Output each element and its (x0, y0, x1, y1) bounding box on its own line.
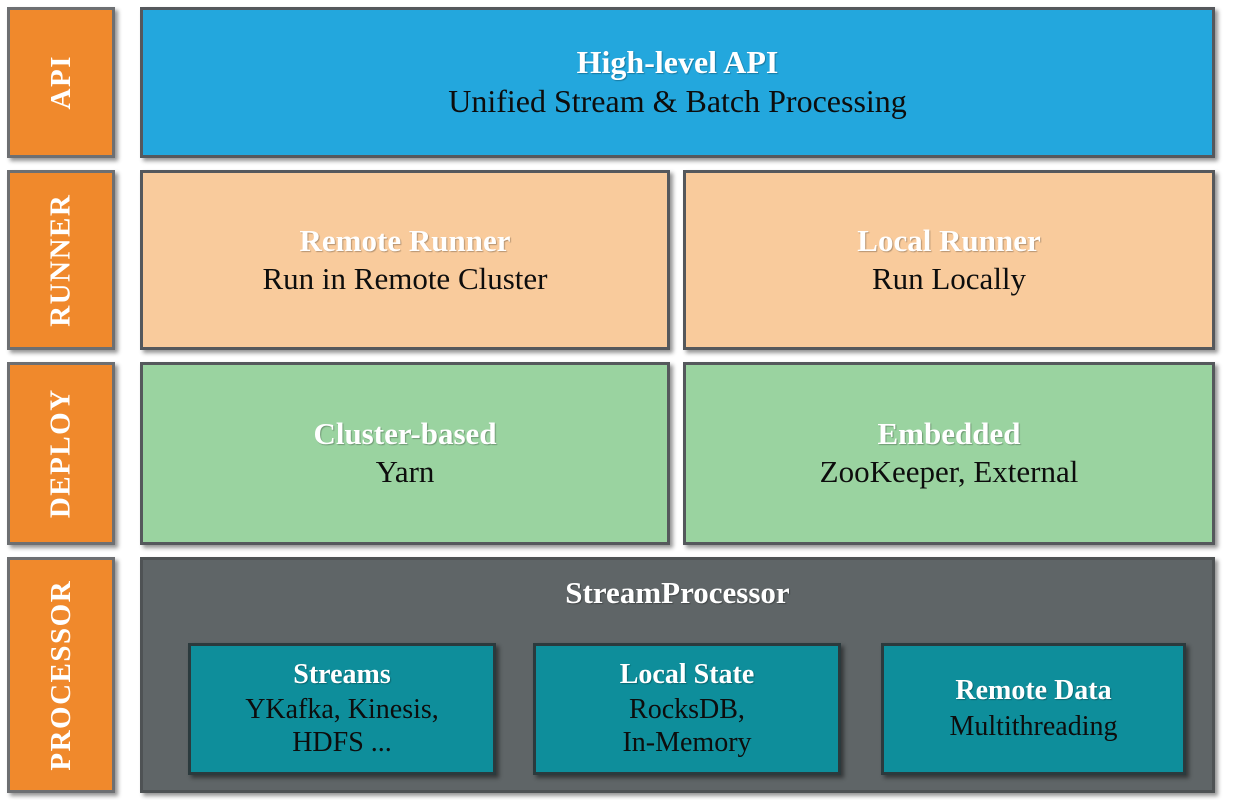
layer-box-cluster-based: Cluster-based Yarn (140, 362, 670, 545)
band-api: API (7, 7, 115, 158)
box-subtitle: Unified Stream & Batch Processing (448, 83, 907, 119)
box-subtitle: Yarn (375, 454, 435, 489)
layer-box-embedded: Embedded ZooKeeper, External (683, 362, 1215, 545)
component-row: Streams YKafka, Kinesis, HDFS ... Local … (143, 643, 1212, 777)
layer-panel-stream-processor: StreamProcessor Streams YKafka, Kinesis,… (140, 557, 1215, 793)
component-subtitle: Multithreading (949, 710, 1118, 742)
component-box-local-state: Local State RocksDB, In-Memory (533, 643, 841, 775)
layer-box-remote-runner: Remote Runner Run in Remote Cluster (140, 170, 670, 350)
box-title: Cluster-based (313, 416, 497, 452)
component-title: Streams (293, 658, 391, 690)
box-title: Embedded (877, 416, 1021, 452)
component-subtitle: RocksDB, In-Memory (622, 694, 752, 759)
component-box-remote-data: Remote Data Multithreading (881, 643, 1186, 775)
layer-box-local-runner: Local Runner Run Locally (683, 170, 1215, 350)
band-label-runner: RUNNER (44, 193, 77, 327)
band-label-processor: PROCESSOR (44, 579, 77, 771)
panel-title: StreamProcessor (565, 575, 790, 610)
box-subtitle: ZooKeeper, External (819, 454, 1079, 489)
component-subtitle: YKafka, Kinesis, HDFS ... (245, 694, 439, 759)
box-title: Local Runner (857, 222, 1041, 258)
box-subtitle: Run Locally (871, 260, 1027, 296)
band-runner: RUNNER (7, 170, 115, 350)
band-label-api: API (44, 55, 77, 110)
band-processor: PROCESSOR (7, 557, 115, 793)
box-title: High-level API (576, 44, 779, 81)
component-box-streams: Streams YKafka, Kinesis, HDFS ... (188, 643, 496, 775)
component-title: Local State (619, 658, 755, 690)
band-label-deploy: DEPLOY (44, 388, 77, 519)
band-deploy: DEPLOY (7, 362, 115, 545)
box-title: Remote Runner (299, 222, 511, 258)
box-subtitle: Run in Remote Cluster (262, 260, 548, 296)
component-title: Remote Data (955, 675, 1112, 707)
layer-box-high-level-api: High-level API Unified Stream & Batch Pr… (140, 7, 1215, 158)
